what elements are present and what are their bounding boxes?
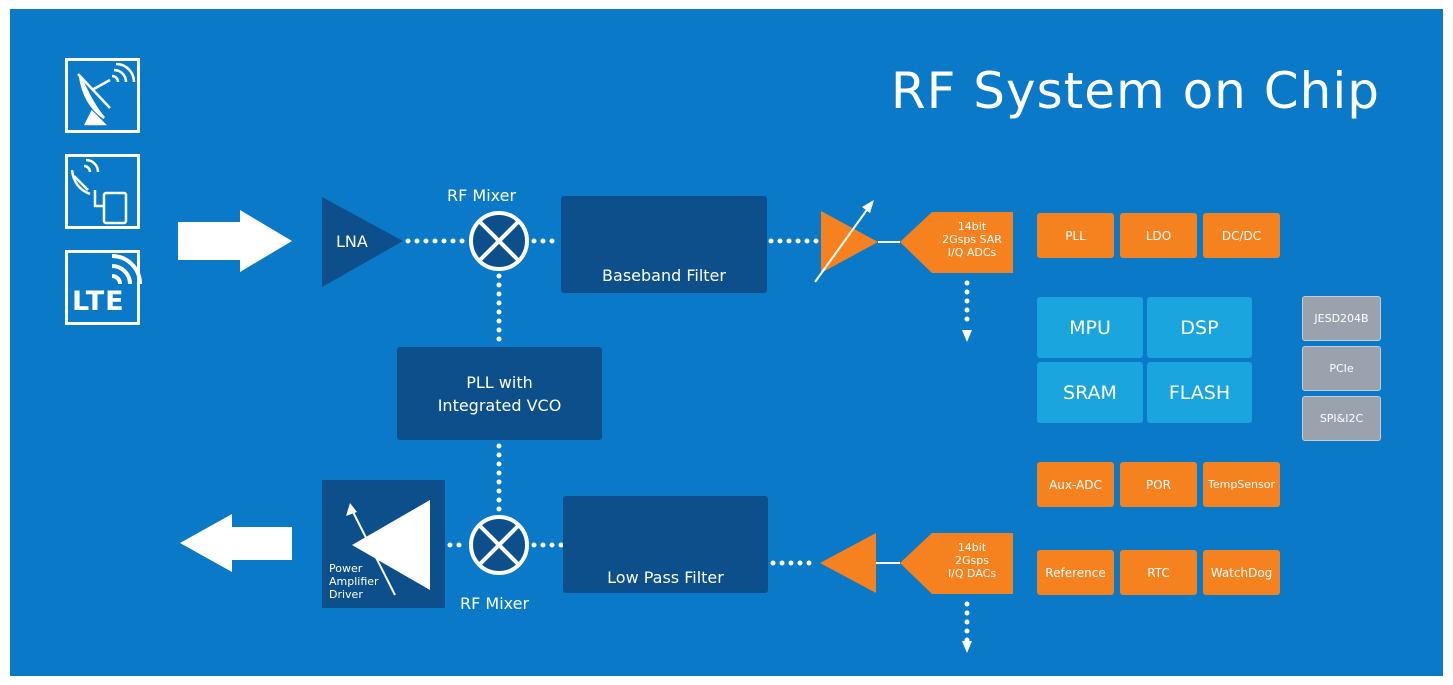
- pa-line-2: Amplifier: [329, 575, 379, 588]
- jesd204b-block: JESD204B: [1302, 296, 1381, 341]
- dac-shape: [900, 533, 1013, 594]
- flash-block: FLASH: [1147, 362, 1252, 423]
- por-block: POR: [1120, 462, 1197, 507]
- satellite-dish-icon: [77, 62, 136, 126]
- tx-mixer-label: RF Mixer: [460, 594, 530, 613]
- rx-variable-amplifier: [814, 200, 900, 283]
- low-pass-filter-block: Low Pass Filter: [563, 496, 768, 593]
- rx-mixer-symbol: [469, 211, 529, 271]
- dac-line-2: 2Gsps: [955, 554, 989, 567]
- baseband-filter-label: Baseband Filter: [602, 266, 726, 285]
- dac-label: 14bit 2Gsps I/Q DACs: [924, 541, 1020, 580]
- aux-adc-block: Aux-ADC: [1037, 462, 1114, 507]
- lte-label: LTE: [72, 286, 125, 317]
- dac-line-3: I/Q DACs: [947, 567, 997, 580]
- pa-line-3: Driver: [329, 588, 363, 601]
- dac-line-1: 14bit: [957, 541, 987, 554]
- ldo-block: LDO: [1120, 213, 1197, 258]
- spi-i2c-block: SPI&I2C: [1302, 396, 1381, 441]
- low-pass-filter-label: Low Pass Filter: [607, 568, 724, 587]
- sram-block: SRAM: [1037, 362, 1143, 423]
- phone-wireless-icon: [70, 158, 128, 225]
- baseband-filter-block: Baseband Filter: [561, 196, 767, 293]
- pll-vco-line-1: PLL with: [466, 372, 533, 392]
- dsp-block: DSP: [1147, 297, 1252, 358]
- tx-mixer-symbol: [469, 515, 529, 575]
- satellite-dish-icon-box: [65, 58, 140, 133]
- pa-label: Power Amplifier Driver: [329, 562, 379, 601]
- power-amplifier-graphic: [322, 480, 445, 608]
- phone-wireless-icon-box: [65, 154, 140, 229]
- dcdc-block: DC/DC: [1203, 213, 1280, 258]
- pcie-block: PCIe: [1302, 346, 1381, 391]
- tx-amplifier: [820, 533, 900, 593]
- adc-label: 14bit 2Gsps SAR I/Q ADCs: [924, 220, 1020, 259]
- adc-down-arrowhead: [962, 330, 972, 342]
- pa-line-1: Power: [329, 562, 363, 575]
- lna-triangle: [322, 197, 403, 287]
- input-arrow: [178, 210, 292, 272]
- lte-icon-box: [65, 250, 140, 325]
- output-arrow: [180, 514, 292, 572]
- tempsensor-block: TempSensor: [1203, 462, 1280, 507]
- watchdog-block: WatchDog: [1203, 550, 1280, 595]
- rx-mixer-label: RF Mixer: [447, 186, 517, 205]
- pll-vco-line-2: Integrated VCO: [437, 395, 562, 415]
- adc-line-1: 14bit: [957, 220, 987, 233]
- pll-block: PLL: [1037, 213, 1114, 258]
- adc-shape: [900, 212, 1013, 273]
- reference-block: Reference: [1037, 550, 1114, 595]
- adc-line-2: 2Gsps SAR: [942, 233, 1002, 246]
- adc-line-3: I/Q ADCs: [947, 246, 997, 259]
- lna-label: LNA: [336, 232, 368, 251]
- page-title: RF System on Chip: [890, 62, 1380, 120]
- mpu-block: MPU: [1037, 297, 1143, 358]
- rtc-block: RTC: [1120, 550, 1197, 595]
- dac-down-arrowhead: [962, 641, 972, 653]
- pll-vco-block: PLL with Integrated VCO: [397, 347, 602, 440]
